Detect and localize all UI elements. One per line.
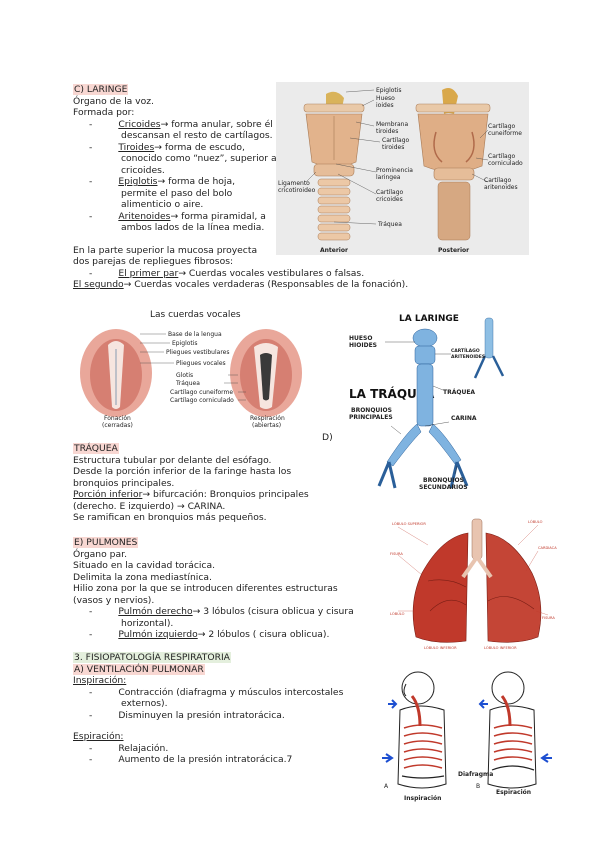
svg-text:Cartílago: Cartílago bbox=[382, 137, 410, 144]
inspiracion-title: Inspiración: bbox=[73, 675, 127, 686]
svg-text:cuneiforme: cuneiforme bbox=[488, 130, 522, 137]
svg-text:FISURA: FISURA bbox=[542, 616, 555, 620]
svg-text:aritenoides: aritenoides bbox=[484, 184, 518, 191]
svg-text:HIOIDES: HIOIDES bbox=[349, 342, 377, 349]
respiracion-espiracion-drawing bbox=[478, 671, 552, 789]
svg-text:CARINA: CARINA bbox=[451, 415, 477, 422]
svg-text:Membrana: Membrana bbox=[376, 121, 408, 128]
pulmon-derecho-item: -Pulmón derecho→ 3 lóbulos (cisura oblic… bbox=[89, 606, 354, 617]
svg-text:Base de la lengua: Base de la lengua bbox=[168, 331, 222, 338]
svg-text:B: B bbox=[476, 783, 480, 790]
laringe-pair-1: -El primer par→ Cuerdas vocales vestibul… bbox=[89, 267, 365, 279]
larynx-anterior-drawing bbox=[303, 91, 365, 241]
fig-laringe-posterior: Posterior bbox=[438, 247, 469, 254]
svg-text:Cartílago: Cartílago bbox=[488, 153, 516, 160]
svg-text:Respiración: Respiración bbox=[250, 415, 285, 422]
heading-fisiopatologia: 3. FISIOPATOLOGÍA RESPIRATORIA bbox=[73, 652, 231, 663]
heading-traquea: TRÁQUEA bbox=[73, 443, 119, 454]
figure-cuerdas-vocales: Las cuerdas vocales Base de la lengua Ep… bbox=[78, 305, 333, 433]
svg-text:Tráquea: Tráquea bbox=[175, 380, 200, 387]
svg-text:SECUNDARIOS: SECUNDARIOS bbox=[419, 484, 468, 491]
fig-traquea-title-top: LA LARINGE bbox=[399, 314, 459, 324]
figure-laringe-anatomy: Epiglotis Hueso ioides Membrana tiroides… bbox=[276, 82, 529, 255]
svg-text:corniculado: corniculado bbox=[488, 160, 523, 167]
svg-text:CARDIACA: CARDIACA bbox=[538, 546, 557, 550]
svg-text:Fonación: Fonación bbox=[104, 415, 131, 422]
laringe-item-epiglotis: -Epiglotis→ forma de hoja, permite el pa… bbox=[89, 176, 236, 210]
svg-text:Cartílago cuneiforme: Cartílago cuneiforme bbox=[170, 389, 233, 396]
svg-text:PRINCIPALES: PRINCIPALES bbox=[349, 414, 393, 421]
figure-respiracion: Diafragma Inspiración Espiración A B bbox=[378, 662, 556, 804]
svg-text:Cartílago: Cartílago bbox=[376, 189, 404, 196]
larynx-posterior-drawing bbox=[415, 88, 491, 241]
fig-laringe-anterior: Anterior bbox=[320, 247, 348, 254]
svg-text:Cartílago corniculado: Cartílago corniculado bbox=[170, 397, 234, 404]
section-laringe: C) LARINGE Órgano de la voz. Formada por… bbox=[73, 84, 408, 291]
svg-text:Pliegues vocales: Pliegues vocales bbox=[176, 360, 226, 367]
svg-text:LÓBULO INFERIOR: LÓBULO INFERIOR bbox=[484, 645, 517, 650]
traquea-small-drawing bbox=[473, 317, 505, 379]
heading-pulmones: E) PULMONES bbox=[73, 537, 139, 548]
svg-text:CARTÍLAGO: CARTÍLAGO bbox=[451, 346, 480, 354]
svg-text:Pliegues vestibulares: Pliegues vestibulares bbox=[166, 349, 229, 356]
fig-laringe-label: Epiglotis bbox=[376, 87, 402, 94]
laringe-mucosa-2: dos parejas de repliegues fibrosos: bbox=[73, 256, 234, 267]
svg-text:LÓBULO: LÓBULO bbox=[528, 519, 543, 524]
laringe-pair-2: El segundo→ Cuerdas vocales verdaderas (… bbox=[73, 279, 409, 290]
cuerdas-respiracion-drawing bbox=[230, 329, 302, 417]
svg-text:cricotiroideo: cricotiroideo bbox=[278, 187, 316, 194]
svg-text:(abiertas): (abiertas) bbox=[252, 422, 281, 429]
heading-ventilacion: A) VENTILACIÓN PULMONAR bbox=[73, 663, 205, 675]
traquea-drawing bbox=[377, 328, 469, 489]
svg-text:ioides: ioides bbox=[376, 102, 394, 109]
section-pulmones: E) PULMONES Órgano par. Situado en la ca… bbox=[73, 537, 354, 640]
pulmones-labels-decor: LÓBULO SUPERIOR bbox=[392, 521, 426, 526]
svg-text:(cerradas): (cerradas) bbox=[102, 422, 133, 429]
svg-text:Cartílago: Cartílago bbox=[484, 177, 512, 184]
figure-pulmones: LÓBULO SUPERIOR LÓBULO FISURA CARDIACA L… bbox=[388, 515, 566, 653]
section-fisiopatologia: 3. FISIOPATOLOGÍA RESPIRATORIA A) VENTIL… bbox=[73, 652, 344, 765]
laringe-item-cricoides: -Cricoides→ forma anular, sobre él desca… bbox=[89, 118, 273, 142]
svg-text:LÓBULO INFERIOR: LÓBULO INFERIOR bbox=[424, 645, 457, 650]
fig-traquea-title-mid: LA TRÁQUEA bbox=[349, 386, 435, 401]
fig-resp-diafragma: Diafragma bbox=[458, 771, 493, 778]
svg-text:Ligamento: Ligamento bbox=[278, 180, 310, 187]
cuerdas-fonacion-drawing bbox=[80, 329, 152, 417]
svg-text:Epiglotis: Epiglotis bbox=[172, 340, 198, 347]
svg-text:HUESO: HUESO bbox=[349, 335, 372, 342]
svg-text:Tráquea: Tráquea bbox=[377, 221, 402, 228]
laringe-item-tiroides: -Tiroides→ forma de escudo, conocido com… bbox=[89, 141, 277, 176]
svg-text:laringea: laringea bbox=[376, 174, 401, 181]
svg-text:BRONQUIOS: BRONQUIOS bbox=[351, 407, 392, 414]
laringe-intro-2: Formada por: bbox=[73, 107, 135, 118]
svg-text:FISURA: FISURA bbox=[390, 552, 403, 556]
svg-text:ARITENOIDES: ARITENOIDES bbox=[451, 354, 485, 360]
section-traquea: TRÁQUEA Estructura tubular por delante d… bbox=[73, 443, 309, 523]
svg-text:Prominencia: Prominencia bbox=[376, 167, 413, 174]
svg-text:Cartílago: Cartílago bbox=[488, 123, 516, 130]
svg-text:TRÁQUEA: TRÁQUEA bbox=[443, 389, 475, 396]
svg-text:LÓBULO: LÓBULO bbox=[390, 611, 405, 616]
laringe-item-aritenoides: -Aritenoides→ forma piramidal, a ambos l… bbox=[89, 210, 266, 234]
svg-text:cricoides: cricoides bbox=[376, 196, 403, 203]
heading-laringe: C) LARINGE bbox=[73, 84, 129, 95]
laringe-mucosa-1: En la parte superior la mucosa proyecta bbox=[73, 244, 258, 256]
fig-cuerdas-title: Las cuerdas vocales bbox=[150, 310, 241, 320]
figure-traquea: LA LARINGE LA TRÁQUEA HUESO HIOIDES CART… bbox=[345, 306, 508, 498]
pulmones-drawing bbox=[412, 518, 542, 643]
fig-resp-espiracion: Espiración bbox=[496, 789, 531, 796]
laringe-intro-1: Órgano de la voz. bbox=[73, 95, 154, 107]
traquea-figure-marker: D) bbox=[322, 432, 333, 443]
respiracion-inspiracion-drawing bbox=[382, 671, 447, 789]
svg-text:A: A bbox=[384, 783, 389, 790]
pulmon-izquierdo-item: -Pulmón izquierdo→ 2 lóbulos ( cisura ob… bbox=[89, 629, 330, 640]
svg-text:BRONQUIOS: BRONQUIOS bbox=[423, 477, 464, 484]
fig-resp-inspiracion: Inspiración bbox=[404, 795, 441, 802]
svg-text:Hueso: Hueso bbox=[376, 95, 395, 102]
svg-text:tiroides: tiroides bbox=[376, 128, 398, 135]
svg-text:Glotis: Glotis bbox=[176, 372, 193, 379]
svg-text:tiroides: tiroides bbox=[382, 144, 404, 151]
espiracion-title: Espiración: bbox=[73, 731, 124, 742]
